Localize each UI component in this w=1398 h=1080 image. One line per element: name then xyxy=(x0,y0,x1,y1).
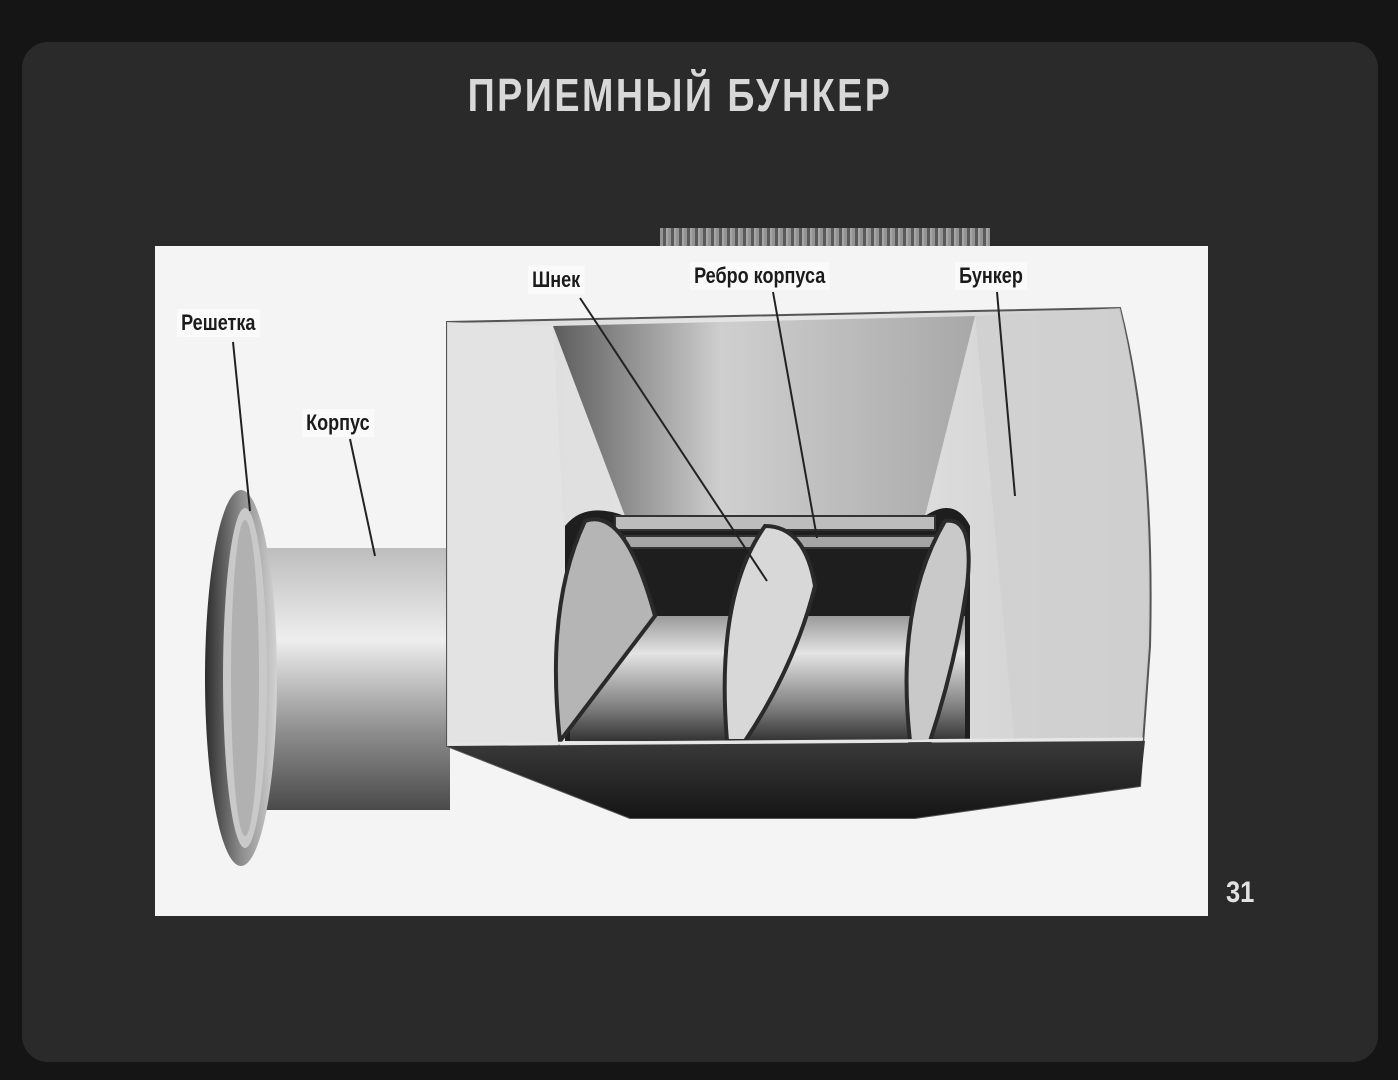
leader-grate xyxy=(232,341,251,512)
hopper-trough xyxy=(447,741,1145,818)
leader-housing xyxy=(349,438,376,557)
screw-flight-1 xyxy=(553,517,658,747)
leader-hopper xyxy=(996,291,1016,497)
hopper-illustration xyxy=(155,246,1208,916)
screw-flight-3 xyxy=(904,518,971,743)
label-housing: Корпус xyxy=(302,409,374,437)
page-number: 31 xyxy=(1226,876,1255,909)
hopper-funnel xyxy=(553,316,975,516)
label-housing-rib: Ребро корпуса xyxy=(690,262,830,290)
screw-flight-2 xyxy=(722,523,818,743)
slide-title: ПРИЕМНЫЙ БУНКЕР xyxy=(467,69,893,121)
label-hopper: Бункер xyxy=(955,262,1027,290)
leader-screw xyxy=(579,297,768,582)
leader-rib xyxy=(772,291,818,539)
hopper-drawing xyxy=(205,291,1152,866)
label-screw: Шнек xyxy=(528,266,585,294)
label-grate: Решетка xyxy=(177,309,260,337)
film-scratch xyxy=(660,228,990,248)
